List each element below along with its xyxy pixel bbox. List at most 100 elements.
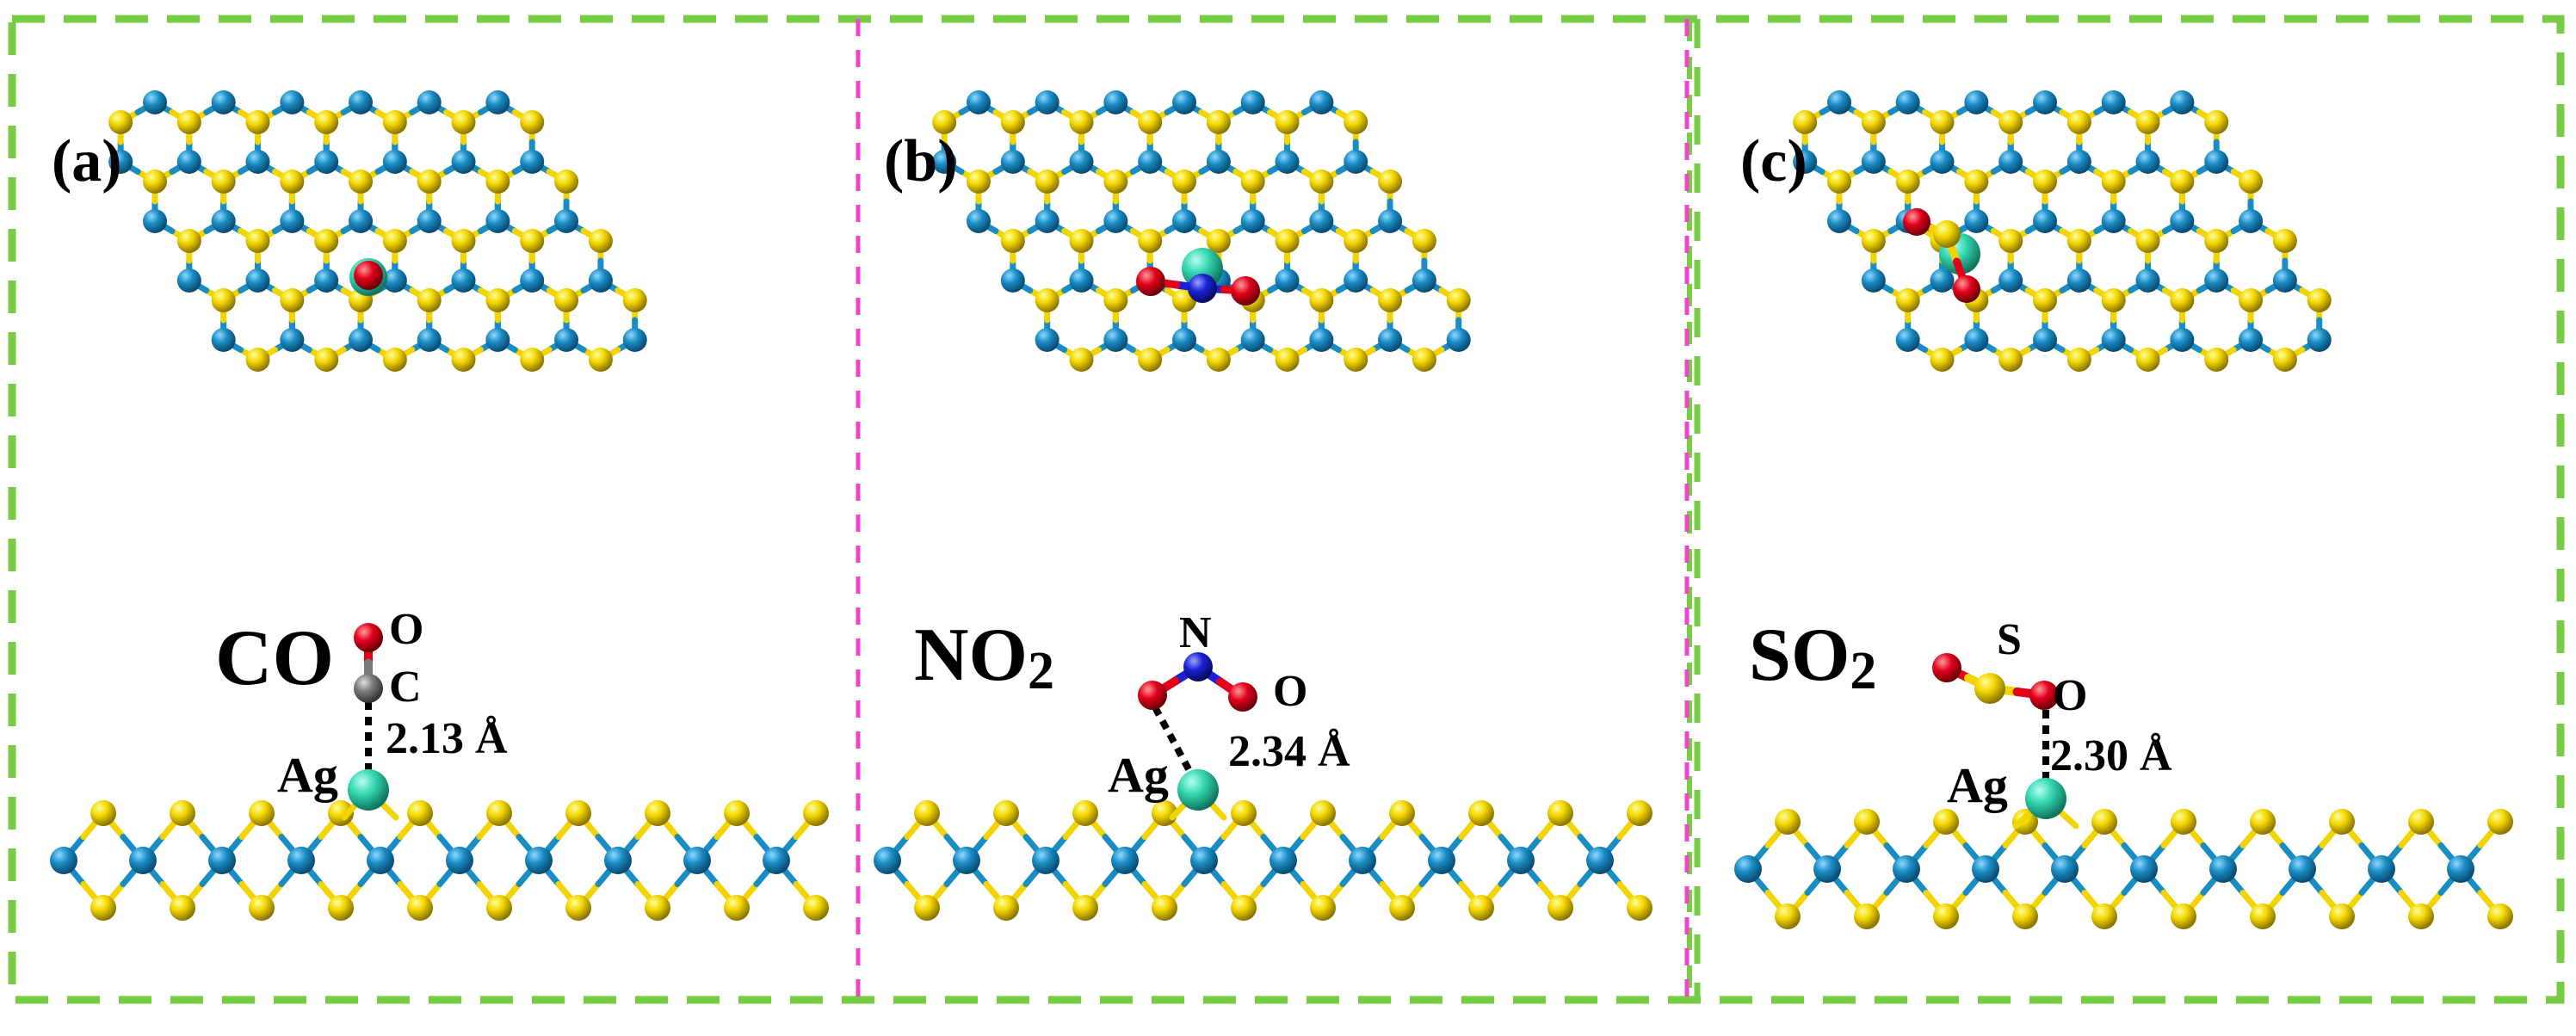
- atom-sphere: [1206, 110, 1231, 134]
- atom-label-side: O: [2053, 671, 2087, 720]
- atom-sphere: [1854, 809, 1880, 835]
- atom-sphere: [604, 847, 632, 874]
- atom-sphere: [1930, 150, 1955, 174]
- distance-label: 2.13 Å: [386, 714, 508, 763]
- atom-sphere: [348, 769, 389, 811]
- atom-sphere: [622, 328, 647, 352]
- atom-sphere: [2029, 681, 2059, 710]
- atom-sphere: [1275, 150, 1300, 174]
- atom-sphere: [1309, 170, 1334, 194]
- atom-sphere: [2307, 328, 2332, 352]
- atom-sphere: [328, 800, 354, 826]
- atom-sphere: [1998, 348, 2023, 372]
- bond-line: [2012, 809, 2034, 829]
- atom-sphere: [1035, 209, 1059, 233]
- atom-sphere: [280, 209, 305, 233]
- atom-sphere: [1269, 847, 1297, 874]
- atom-sphere: [1103, 209, 1128, 233]
- atom-sphere: [1183, 652, 1213, 681]
- atom-sphere: [170, 800, 195, 826]
- atom-sphere: [143, 90, 167, 114]
- atom-sphere: [1930, 348, 1955, 372]
- atom-sphere: [451, 348, 476, 372]
- atom-sphere: [2171, 809, 2196, 835]
- atom-sphere: [314, 110, 339, 134]
- atom-sphere: [1310, 800, 1336, 826]
- atom-sphere: [485, 170, 510, 194]
- atom-sphere: [1172, 170, 1197, 194]
- atom-sphere: [1428, 847, 1455, 874]
- top-view-lattice: [108, 90, 647, 372]
- atom-sphere: [2051, 855, 2079, 883]
- atom-sphere: [211, 288, 236, 312]
- atom-sphere: [1827, 209, 1851, 233]
- atom-sphere: [1069, 268, 1094, 293]
- atom-sphere: [1138, 150, 1163, 174]
- atom-sphere: [176, 110, 201, 134]
- atom-sphere: [314, 229, 339, 253]
- atom-sphere: [554, 170, 579, 194]
- atom-sphere: [914, 800, 940, 826]
- atom-label-side: C: [389, 663, 422, 712]
- bond-line: [1169, 800, 1189, 821]
- atom-sphere: [407, 895, 433, 921]
- atom-sphere: [485, 328, 510, 352]
- atom-sphere: [108, 110, 133, 134]
- atom-sphere: [554, 328, 579, 352]
- atom-sphere: [451, 150, 476, 174]
- panel-label: (c): [1740, 128, 1807, 194]
- atom-sphere: [2447, 855, 2474, 883]
- atom-sphere: [2307, 288, 2332, 312]
- atom-sphere: [1344, 110, 1368, 134]
- atom-sphere: [249, 800, 275, 826]
- atom-sphere: [1895, 170, 1920, 194]
- atom-sphere: [2204, 110, 2229, 134]
- atom-sphere: [129, 847, 157, 874]
- atom-sphere: [486, 895, 512, 921]
- atom-sphere: [176, 229, 201, 253]
- atom-sphere: [2272, 348, 2297, 372]
- atom-sphere: [2130, 855, 2158, 883]
- atom-sphere: [520, 150, 545, 174]
- atom-label-side: O: [1273, 667, 1307, 716]
- atom-sphere: [1032, 847, 1059, 874]
- atom-sphere: [2170, 170, 2195, 194]
- atom-sphere: [1136, 267, 1165, 296]
- atom-sphere: [1111, 847, 1139, 874]
- atom-sphere: [554, 209, 579, 233]
- atom-sphere: [280, 170, 305, 194]
- atom-sphere: [1964, 328, 1989, 352]
- atom-sphere: [1793, 110, 1818, 134]
- atom-sphere: [1103, 170, 1128, 194]
- atom-sphere: [1933, 903, 1959, 929]
- atom-sphere: [1903, 208, 1930, 236]
- atom-sphere: [2239, 170, 2264, 194]
- atom-sphere: [1035, 328, 1059, 352]
- atom-sphere: [2239, 328, 2264, 352]
- atom-sphere: [1586, 847, 1614, 874]
- atom-sphere: [2239, 288, 2264, 312]
- atom-sphere: [1412, 229, 1436, 253]
- ag-label: Ag: [277, 747, 338, 803]
- atom-sphere: [2066, 150, 2091, 174]
- atom-sphere: [2204, 268, 2229, 293]
- atom-sphere: [417, 170, 442, 194]
- atom-sphere: [2033, 170, 2058, 194]
- atom-sphere: [1138, 110, 1163, 134]
- atom-sphere: [565, 895, 591, 921]
- atom-sphere: [1035, 90, 1059, 114]
- atom-sphere: [967, 209, 991, 233]
- atom-sphere: [724, 800, 750, 826]
- atom-sphere: [1895, 90, 1920, 114]
- atom-sphere: [1813, 855, 1841, 883]
- atom-sphere: [1035, 288, 1059, 312]
- atom-sphere: [485, 209, 510, 233]
- atom-sphere: [211, 209, 236, 233]
- atom-sphere: [588, 268, 613, 293]
- atom-sphere: [520, 110, 545, 134]
- atom-sphere: [2329, 903, 2355, 929]
- atom-sphere: [2091, 809, 2117, 835]
- atom-sphere: [314, 268, 339, 293]
- atom-sphere: [280, 288, 305, 312]
- atom-sphere: [1775, 809, 1801, 835]
